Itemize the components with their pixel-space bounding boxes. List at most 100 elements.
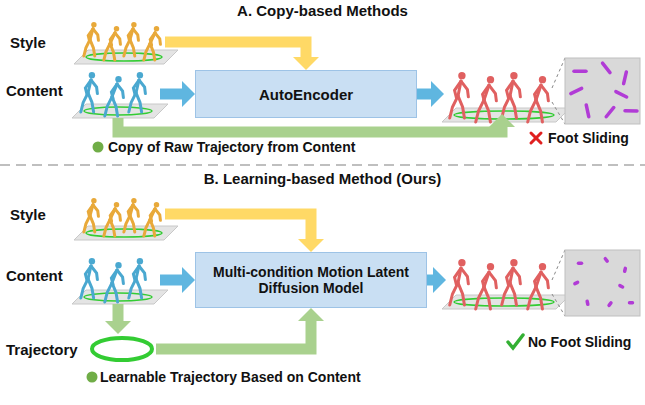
figure-head bbox=[539, 76, 546, 83]
figure-head bbox=[458, 72, 465, 79]
figure-head bbox=[131, 198, 136, 203]
arrow-head bbox=[298, 308, 324, 321]
input-group: Trajectory bbox=[6, 334, 156, 364]
figure-arm bbox=[85, 80, 91, 94]
figure-head bbox=[487, 263, 494, 270]
floor-plane bbox=[72, 290, 168, 304]
arrow-head bbox=[105, 321, 131, 334]
figure-arm bbox=[93, 29, 98, 41]
floor-plane bbox=[72, 104, 168, 118]
check-mark bbox=[508, 335, 523, 348]
arrow-head bbox=[433, 267, 446, 293]
input-label: Style bbox=[10, 34, 46, 51]
input-group: Style bbox=[10, 22, 165, 62]
figure-leg bbox=[105, 283, 112, 302]
figure-arm bbox=[455, 81, 461, 98]
figure-head bbox=[154, 26, 159, 31]
cross-stroke bbox=[531, 133, 541, 143]
figure-head bbox=[91, 22, 96, 27]
character-figure bbox=[129, 72, 146, 112]
character-figure bbox=[81, 72, 98, 112]
figure-arm bbox=[128, 205, 133, 217]
foot-contact-mark bbox=[625, 109, 637, 113]
figure-leg bbox=[105, 97, 112, 116]
connector bbox=[160, 81, 195, 107]
process-box: Multi-condition Motion Latent Diffusion … bbox=[195, 252, 427, 308]
character-figure bbox=[450, 72, 469, 118]
figure-leg bbox=[104, 44, 110, 60]
figure-leg bbox=[502, 96, 510, 118]
foot-contact-mark bbox=[585, 301, 589, 304]
figure-leg bbox=[484, 100, 490, 122]
trajectory-ellipse bbox=[92, 338, 152, 360]
figure-arm bbox=[489, 272, 496, 288]
zoom-leader bbox=[552, 250, 565, 280]
character-figure bbox=[104, 202, 121, 236]
figure-arm bbox=[111, 84, 117, 98]
foot-contact-mark bbox=[605, 259, 607, 261]
figure-arm bbox=[455, 268, 461, 285]
foot-contact-mark bbox=[630, 301, 633, 305]
foot-contact-mark bbox=[616, 92, 627, 97]
figure-arm bbox=[155, 33, 160, 45]
foot-contact-mark bbox=[609, 303, 611, 305]
figure-arm bbox=[541, 272, 548, 288]
figure-leg bbox=[536, 287, 542, 309]
character-figure bbox=[476, 76, 497, 122]
figure-head bbox=[137, 258, 143, 264]
character-figure bbox=[124, 22, 139, 56]
arrow-shaft bbox=[113, 304, 124, 321]
foot-contact-mark bbox=[603, 63, 610, 72]
character-figure bbox=[84, 198, 99, 232]
character-figure bbox=[84, 22, 99, 56]
figure-leg bbox=[536, 100, 542, 122]
arrow-shaft bbox=[165, 42, 306, 57]
connector bbox=[165, 42, 319, 70]
input-label: Content bbox=[6, 267, 63, 284]
bullet-dot bbox=[87, 372, 98, 383]
zoom-panel bbox=[565, 250, 640, 316]
edge-label: Learnable Trajectory Based on Content bbox=[100, 369, 361, 385]
figure-arm bbox=[133, 80, 139, 94]
zoom-leader bbox=[552, 102, 565, 124]
cross-mark bbox=[531, 133, 541, 143]
foot-contact-mark bbox=[623, 268, 627, 271]
arrow-head bbox=[182, 267, 195, 293]
figure-arm bbox=[461, 268, 468, 284]
figure-head bbox=[89, 72, 95, 78]
figure-leg bbox=[136, 93, 142, 112]
input-label: Content bbox=[6, 82, 63, 99]
panel-title: B. Learning-based Method (Ours) bbox=[0, 170, 645, 187]
figure-arm bbox=[111, 270, 117, 284]
floor-plane bbox=[442, 295, 570, 309]
figure-leg bbox=[104, 220, 110, 236]
figure-leg bbox=[450, 283, 458, 305]
figure-leg bbox=[510, 283, 516, 305]
figure-leg bbox=[144, 220, 150, 236]
figure-arm bbox=[535, 85, 541, 102]
arrow-head bbox=[293, 57, 319, 70]
zoom-leader bbox=[552, 58, 565, 88]
arrow-shaft bbox=[165, 214, 311, 239]
figure-arm bbox=[155, 209, 160, 221]
arrow-head bbox=[182, 81, 195, 107]
character-figure bbox=[450, 259, 469, 305]
output-arrow bbox=[417, 81, 444, 107]
figure-leg bbox=[484, 287, 490, 309]
figure-leg bbox=[136, 279, 142, 298]
figure-arm bbox=[133, 205, 138, 217]
arrow-shaft bbox=[160, 275, 182, 286]
foot-contact-mark bbox=[574, 69, 586, 73]
figure-head bbox=[458, 259, 465, 266]
figure-arm bbox=[535, 272, 541, 289]
figure-head bbox=[137, 72, 143, 78]
arrow-shaft bbox=[417, 89, 431, 100]
figure-head bbox=[115, 76, 121, 82]
input-group: Content bbox=[6, 62, 160, 118]
figure-arm bbox=[489, 85, 496, 101]
bullet-dot bbox=[93, 142, 104, 153]
foot-contact-mark bbox=[575, 282, 578, 283]
figure-head bbox=[154, 202, 159, 207]
arrow-head bbox=[489, 114, 515, 127]
